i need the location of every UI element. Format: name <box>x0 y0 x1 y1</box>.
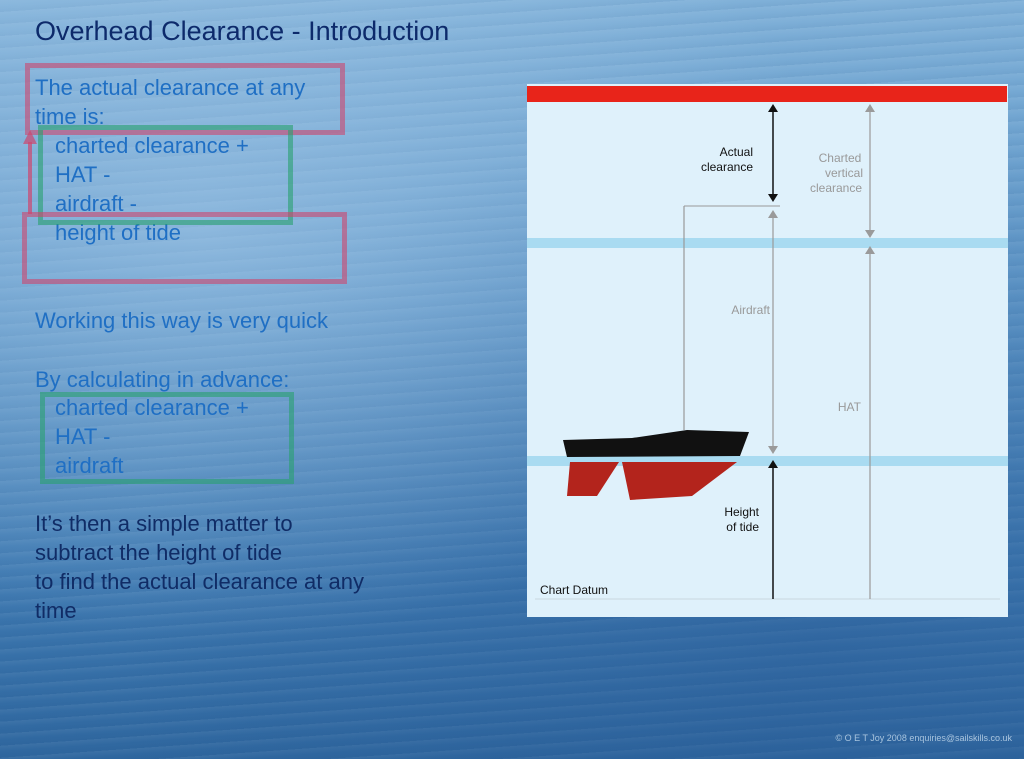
label-chart-datum: Chart Datum <box>540 583 608 597</box>
current-water-line <box>527 456 1008 466</box>
intro-line-2: time is: <box>35 104 105 129</box>
advance-text: By calculating in advance: <box>35 367 290 392</box>
label-charted-clearance-2: vertical <box>825 166 863 180</box>
conclusion-line: subtract the height of tide <box>35 540 283 565</box>
link-arrow-icon <box>23 130 37 214</box>
formula-item: charted clearance + <box>55 133 249 158</box>
conclusion-line: time <box>35 598 77 623</box>
clearance-diagram: Actual clearance Charted vertical cleara… <box>527 84 1008 617</box>
advance-formula-item: HAT - <box>55 424 111 449</box>
label-actual-clearance-1: Actual <box>720 145 753 159</box>
label-airdraft: Airdraft <box>731 303 770 317</box>
highlight-box-advance <box>40 392 294 484</box>
slide-title: Overhead Clearance - Introduction <box>35 16 450 46</box>
intro-text: The actual clearance at any time is: <box>35 73 305 131</box>
boat-rudder-hull <box>622 462 737 500</box>
hat-water-line <box>527 238 1008 248</box>
highlight-box-actual <box>25 63 345 135</box>
label-charted-clearance-1: Charted <box>819 151 862 165</box>
label-charted-clearance-3: clearance <box>810 181 862 195</box>
formula-item: airdraft - <box>55 191 137 216</box>
formula-list: charted clearance + HAT - airdraft - hei… <box>55 131 249 247</box>
highlight-box-calculated <box>38 125 293 225</box>
conclusion-line: It’s then a simple matter to <box>35 511 293 536</box>
label-height-of-tide-2: of tide <box>726 520 759 534</box>
highlight-box-tide <box>22 212 347 284</box>
advance-formula-item: airdraft <box>55 453 124 478</box>
conclusion-text: It’s then a simple matter to subtract th… <box>35 509 364 625</box>
quick-text: Working this way is very quick <box>35 308 329 333</box>
intro-line-1: The actual clearance at any <box>35 75 306 100</box>
label-height-of-tide-1: Height <box>724 505 759 519</box>
formula-item: HAT - <box>55 162 111 187</box>
diagram-panel <box>527 84 1008 617</box>
label-hat: HAT <box>838 400 862 414</box>
advance-formula-list: charted clearance + HAT - airdraft <box>55 393 249 480</box>
copyright-notice: © O E T Joy 2008 enquiries@sailskills.co… <box>835 733 1012 743</box>
conclusion-line: to find the actual clearance at any <box>35 569 364 594</box>
bridge-underside <box>527 86 1007 102</box>
label-actual-clearance-2: clearance <box>701 160 753 174</box>
boat-hull <box>563 430 749 457</box>
advance-formula-item: charted clearance + <box>55 395 249 420</box>
boat-keel <box>567 462 619 496</box>
